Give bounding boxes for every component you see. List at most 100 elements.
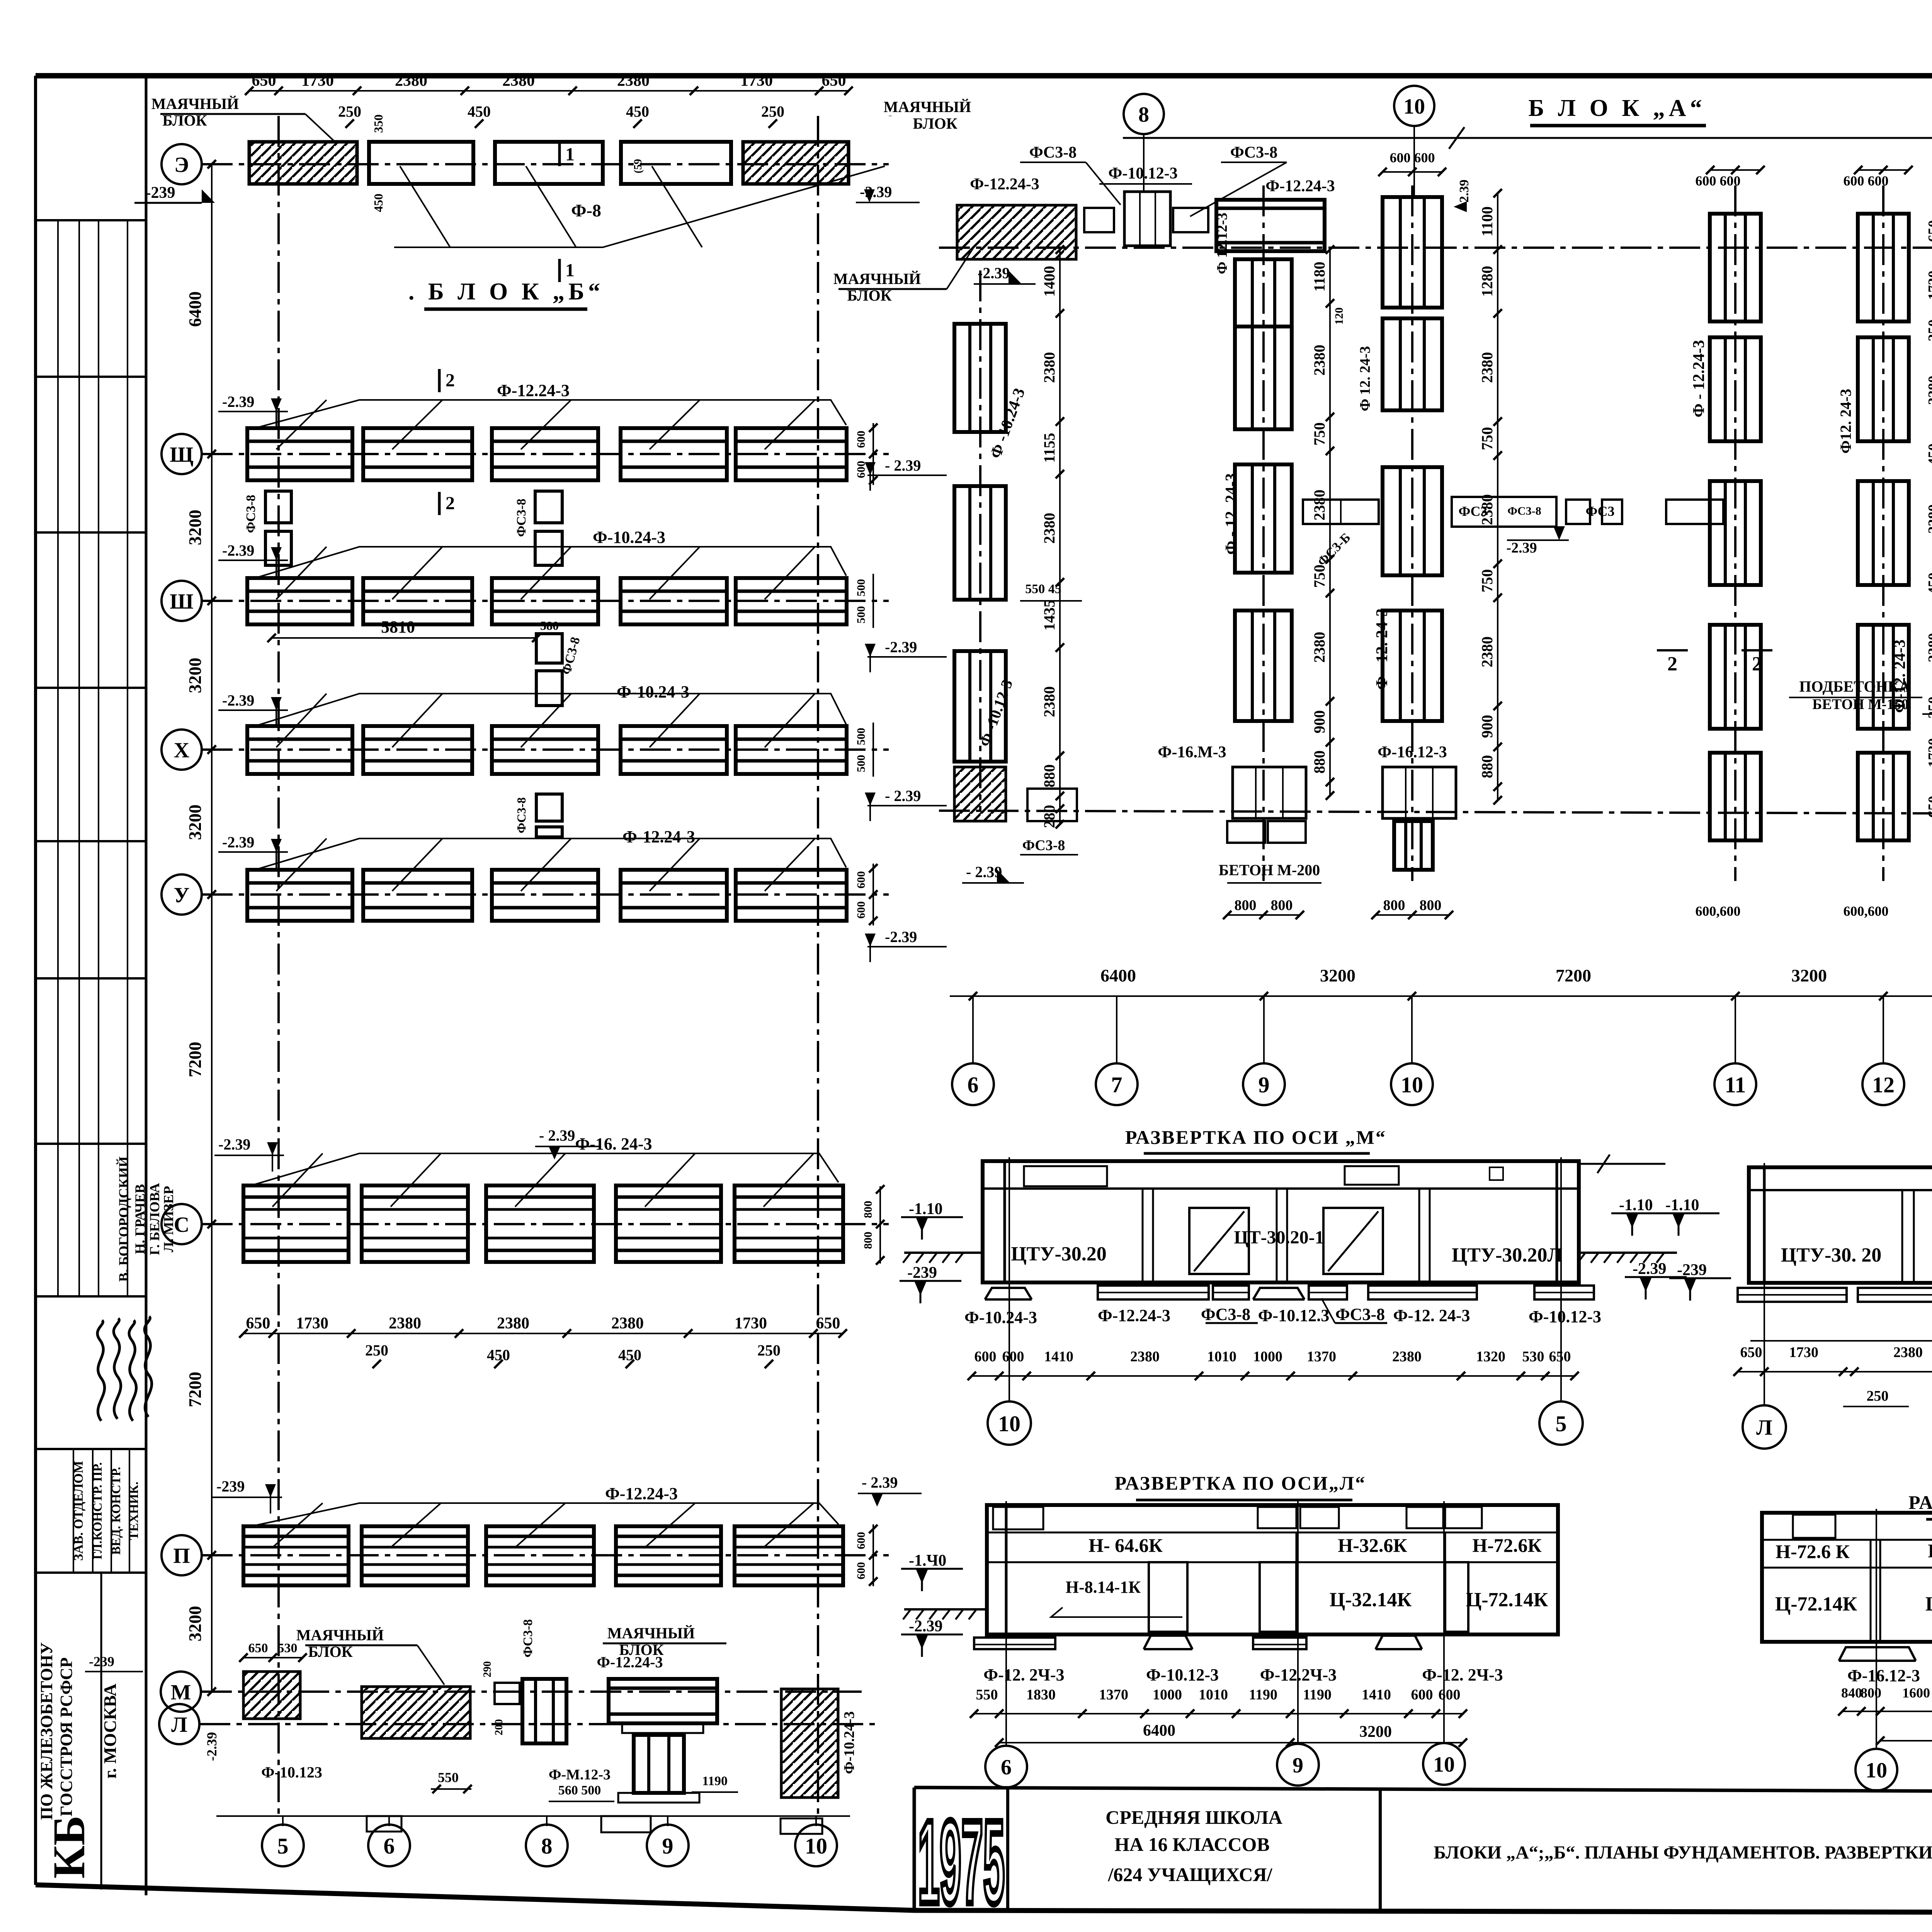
svg-text:2380: 2380: [1478, 494, 1496, 525]
svg-text:Л: Л: [171, 1713, 187, 1737]
svg-text:10: 10: [998, 1411, 1020, 1436]
svg-text:880: 880: [1311, 750, 1328, 774]
svg-text:Ф - 12.24-3: Ф - 12.24-3: [1690, 340, 1708, 418]
svg-text:2380: 2380: [611, 1315, 644, 1332]
svg-text:-239: -239: [907, 1264, 937, 1282]
svg-text:Ц-32.14К: Ц-32.14К: [1330, 1589, 1412, 1611]
svg-text:Н-8.14-1К: Н-8.14-1К: [1066, 1578, 1141, 1597]
svg-text:7: 7: [1111, 1072, 1122, 1097]
svg-text:Ф12. 24-3: Ф12. 24-3: [1837, 389, 1854, 454]
svg-text:6400: 6400: [185, 291, 205, 327]
svg-text:250: 250: [1925, 320, 1932, 342]
svg-text:ФС3-8: ФС3-8: [514, 797, 528, 833]
svg-text:У: У: [173, 883, 189, 907]
svg-text:-2.39: -2.39: [1506, 540, 1537, 556]
svg-text:2: 2: [446, 370, 455, 391]
svg-text:1410: 1410: [1362, 1687, 1391, 1703]
svg-text:-2.39: -2.39: [1457, 180, 1471, 207]
svg-text:ФС3-8: ФС3-8: [521, 1619, 535, 1657]
svg-text:ЦТУ-30.20Л: ЦТУ-30.20Л: [1452, 1244, 1562, 1266]
svg-text:ФС3-8: ФС3-8: [1029, 144, 1077, 162]
svg-text:-1.10: -1.10: [909, 1200, 943, 1218]
svg-text:В. БОГОРОДСКИЙ: В. БОГОРОДСКИЙ: [116, 1156, 131, 1282]
svg-text:650: 650: [246, 1315, 270, 1332]
svg-text:ЦТУ-30. 20: ЦТУ-30. 20: [1781, 1244, 1882, 1266]
svg-text:5: 5: [277, 1833, 289, 1859]
svg-text:- 2.39: - 2.39: [885, 457, 921, 474]
svg-text:9: 9: [1259, 1072, 1270, 1097]
svg-text:-2.39: -2.39: [204, 1732, 219, 1761]
svg-text:Ф-12. 2Ч-3: Ф-12. 2Ч-3: [1422, 1665, 1503, 1684]
svg-text:280: 280: [1041, 805, 1058, 828]
svg-text:450: 450: [371, 194, 385, 212]
svg-text:Ф-12.2Ч-3: Ф-12.2Ч-3: [1260, 1665, 1337, 1684]
svg-text:250: 250: [757, 1342, 781, 1359]
svg-text:500: 500: [855, 755, 867, 772]
svg-text:800: 800: [862, 1232, 874, 1249]
svg-text:800: 800: [1235, 897, 1257, 913]
svg-text:Х: Х: [174, 738, 189, 762]
svg-text:2380: 2380: [1041, 686, 1058, 717]
svg-text:МАЯЧНЫЙ: МАЯЧНЫЙ: [151, 95, 239, 112]
svg-text:900: 900: [1311, 710, 1328, 733]
svg-text:6400: 6400: [1143, 1722, 1175, 1740]
svg-text:Ф - 12. 24-3: Ф - 12. 24-3: [1223, 473, 1240, 554]
svg-text:Н- 64.6К: Н- 64.6К: [1088, 1534, 1163, 1556]
svg-text:450: 450: [626, 103, 649, 120]
svg-text:-2.39: -2.39: [860, 183, 892, 201]
svg-text:250: 250: [365, 1342, 388, 1359]
svg-text:1190: 1190: [1249, 1687, 1277, 1703]
svg-text:10: 10: [1433, 1753, 1455, 1777]
svg-text:1155: 1155: [1041, 433, 1058, 463]
svg-text:1190: 1190: [702, 1774, 728, 1788]
svg-text:1410: 1410: [1044, 1349, 1073, 1365]
svg-text:ФС3-8: ФС3-8: [1335, 1305, 1385, 1324]
svg-text:10: 10: [805, 1833, 827, 1859]
svg-text:Г. БЕЛОВА: Г. БЕЛОВА: [147, 1183, 162, 1255]
svg-text:450: 450: [1925, 573, 1932, 595]
svg-text:ФС3-8: ФС3-8: [1022, 837, 1065, 854]
svg-text:550 45: 550 45: [1025, 582, 1061, 596]
svg-text:250: 250: [338, 103, 361, 120]
svg-text:8: 8: [541, 1833, 553, 1859]
svg-text:Ф-12.24-3: Ф-12.24-3: [1098, 1306, 1170, 1325]
svg-text:Ф-М.12-3: Ф-М.12-3: [549, 1767, 611, 1783]
svg-text:МАЯЧНЫЙ: МАЯЧНЫЙ: [296, 1626, 384, 1644]
svg-text:530: 530: [1522, 1349, 1544, 1365]
svg-text:500: 500: [855, 606, 867, 624]
svg-text:Ф-12.24-3: Ф-12.24-3: [622, 827, 695, 846]
svg-text:1: 1: [565, 144, 575, 165]
svg-text:Ф-10.24-3: Ф-10.24-3: [841, 1711, 857, 1774]
svg-text:650: 650: [1925, 220, 1932, 242]
svg-text:650: 650: [1925, 796, 1932, 818]
svg-text:2380: 2380: [389, 1315, 421, 1332]
svg-text:3200: 3200: [1359, 1723, 1392, 1741]
svg-text:-239: -239: [1677, 1261, 1707, 1279]
svg-text:- 2.39: - 2.39: [885, 787, 921, 804]
svg-text:ЦТУ-30.20: ЦТУ-30.20: [1011, 1243, 1107, 1265]
svg-text:Б Л О К „А“: Б Л О К „А“: [1528, 95, 1706, 121]
svg-text:6: 6: [384, 1833, 395, 1859]
svg-text:1010: 1010: [1207, 1349, 1236, 1365]
svg-text:1320: 1320: [1476, 1349, 1505, 1365]
svg-text:1100: 1100: [1478, 206, 1496, 236]
svg-text:-239: -239: [146, 184, 175, 202]
svg-text:Ц-72.14К: Ц-72.14К: [1775, 1593, 1857, 1615]
svg-text:800: 800: [1271, 897, 1293, 913]
svg-text:600,600: 600,600: [1696, 903, 1741, 919]
svg-text:ПОДБЕТОНКА: ПОДБЕТОНКА: [1799, 678, 1910, 695]
svg-text:3200: 3200: [1320, 966, 1355, 985]
svg-text:-2.39: -2.39: [222, 692, 254, 709]
svg-text:2380: 2380: [1925, 376, 1932, 405]
svg-text:БЕТОН М-200: БЕТОН М-200: [1219, 861, 1320, 879]
svg-text:600 600: 600 600: [1696, 173, 1741, 189]
svg-text:600 600: 600 600: [1844, 173, 1889, 189]
svg-text:7200: 7200: [1556, 966, 1591, 985]
svg-text:900: 900: [1478, 715, 1496, 738]
svg-text:200: 200: [493, 1719, 505, 1735]
svg-text:. Б Л О К „Б“: . Б Л О К „Б“: [408, 279, 604, 305]
svg-text:580: 580: [540, 619, 559, 633]
svg-text:800: 800: [1383, 897, 1405, 913]
svg-text:650: 650: [1549, 1349, 1571, 1365]
svg-text:1370: 1370: [1307, 1349, 1336, 1365]
